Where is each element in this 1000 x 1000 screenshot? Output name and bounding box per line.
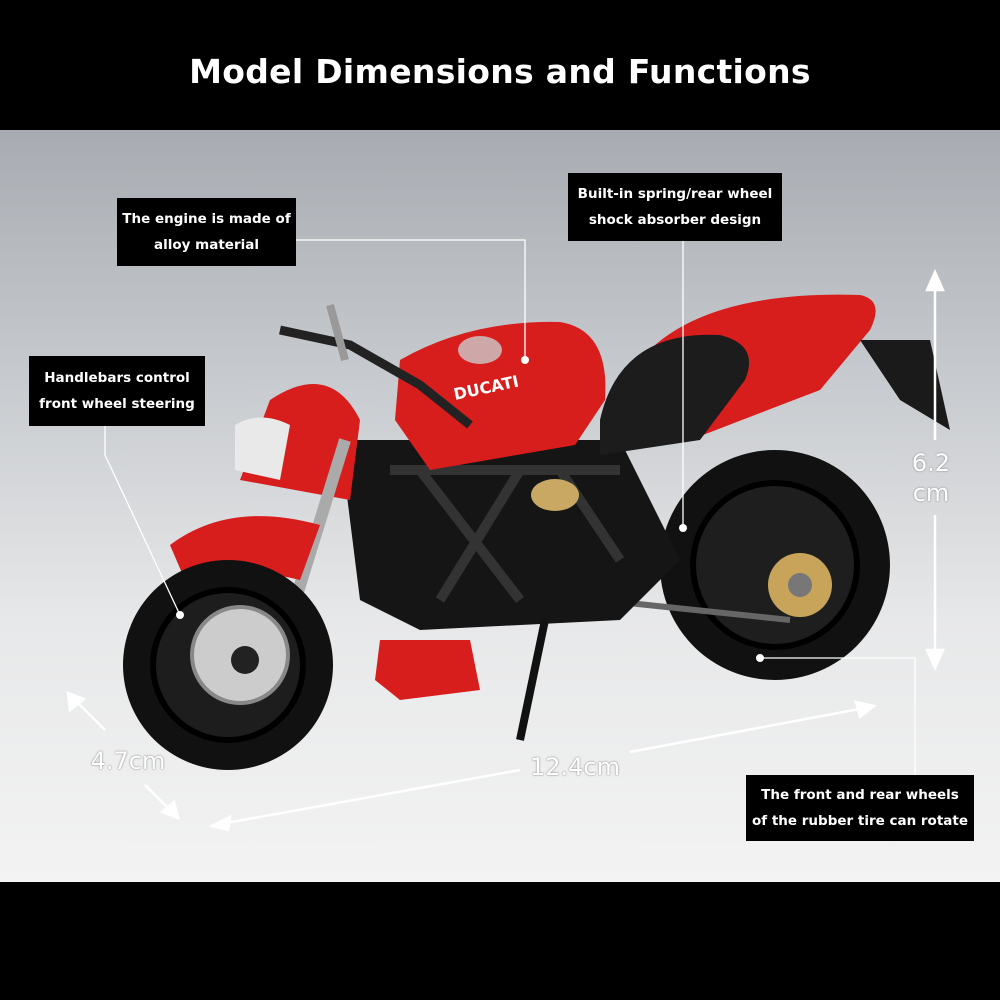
product-photo: DUCATI (0, 130, 1000, 882)
callout-spring-line2: shock absorber design (588, 212, 762, 228)
callout-engine-line2: alloy material (154, 237, 259, 253)
callout-engine: The engine is made of alloy material (117, 198, 296, 266)
page-title: Model Dimensions and Functions (189, 52, 811, 91)
callout-wheels-line2: of the rubber tire can rotate (752, 813, 968, 829)
length-dimension: 12.4cm (529, 753, 620, 781)
callout-handlebars-line2: front wheel steering (39, 396, 195, 412)
callout-handlebars: Handlebars control front wheel steering (29, 356, 205, 426)
width-dimension: 4.7cm (90, 747, 166, 775)
header-band: Model Dimensions and Functions (0, 0, 1000, 130)
height-value: 6.2 (911, 449, 951, 477)
height-dimension: 6.2 cm (900, 448, 962, 508)
callout-engine-line1: The engine is made of (122, 211, 291, 227)
rear-wheel (660, 450, 890, 680)
callout-spring: Built-in spring/rear wheel shock absorbe… (568, 173, 782, 241)
callout-handlebars-line1: Handlebars control (44, 370, 190, 386)
front-wheel (123, 560, 333, 770)
footer-band (0, 882, 1000, 1000)
motorcycle-illustration: DUCATI (66, 239, 950, 832)
callout-wheels-line1: The front and rear wheels (761, 787, 959, 803)
dimension-arrows (66, 268, 945, 832)
callout-spring-line1: Built-in spring/rear wheel (577, 186, 773, 202)
leader-lines (104, 239, 916, 775)
height-unit: cm (912, 479, 950, 507)
callout-wheels: The front and rear wheels of the rubber … (746, 775, 974, 841)
